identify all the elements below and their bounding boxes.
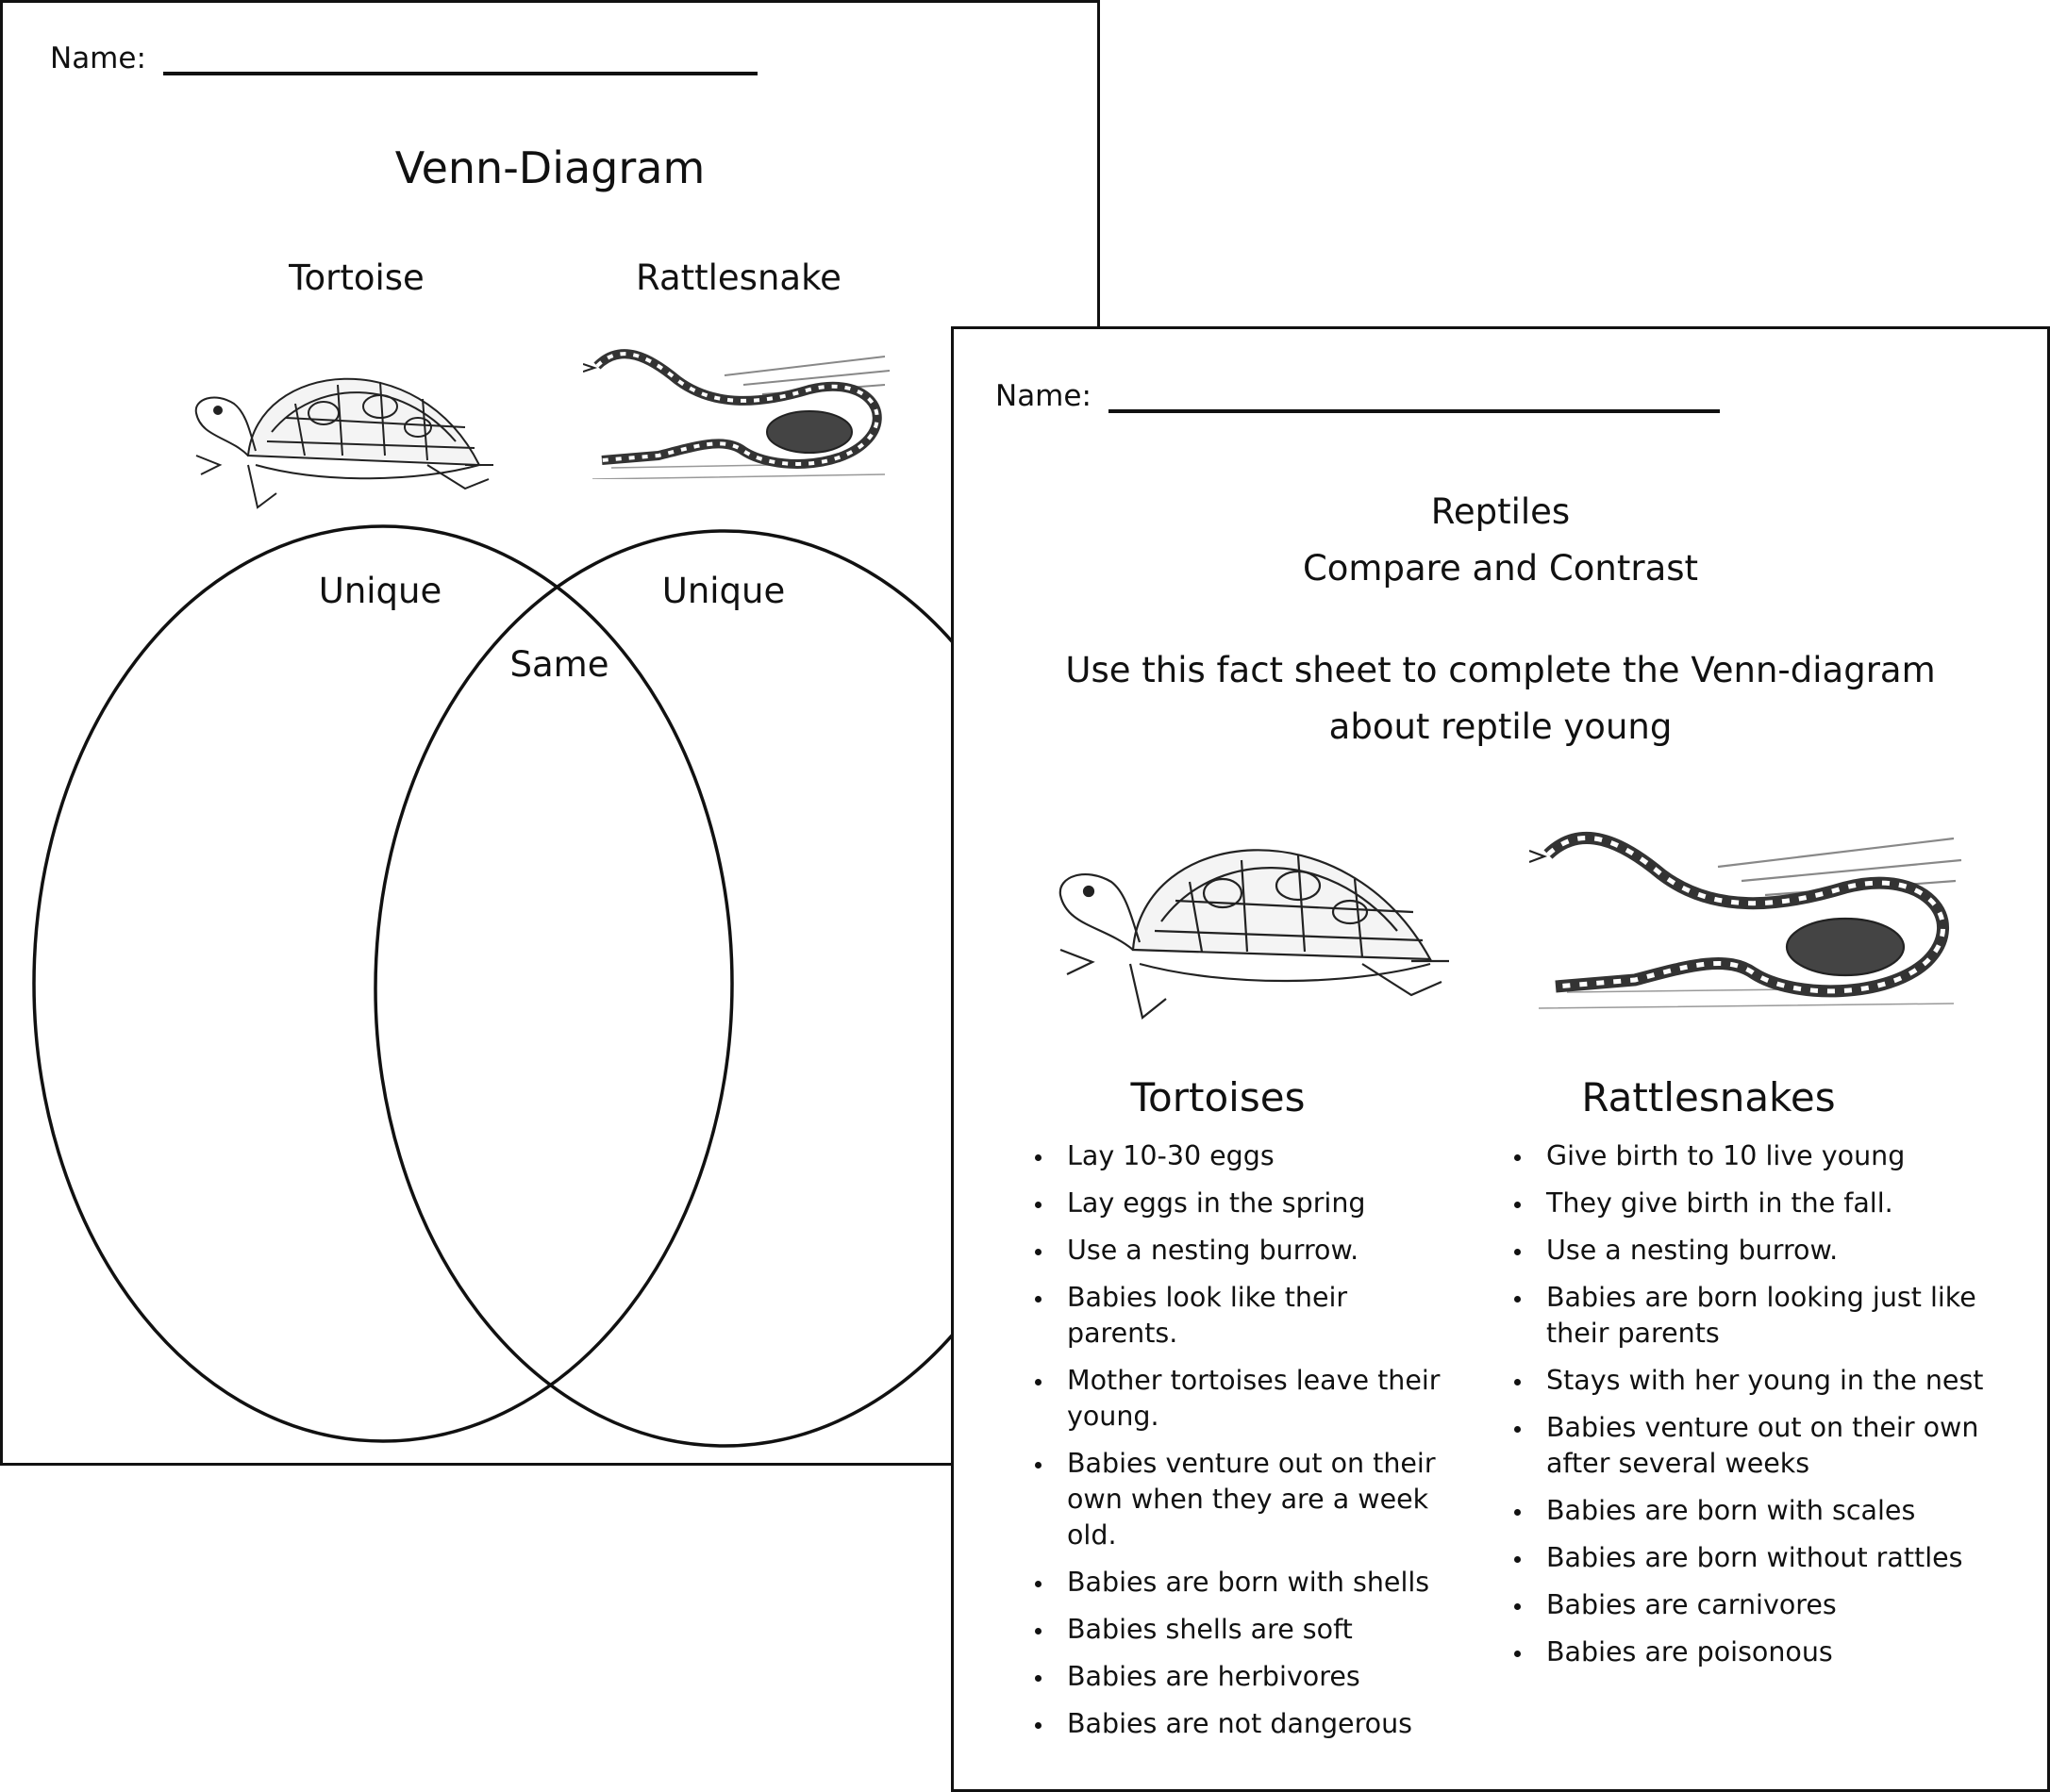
name-label: Name: xyxy=(50,41,146,75)
list-item: Babies are herbivores xyxy=(1031,1659,1465,1695)
list-item: Babies are born without rattles xyxy=(1510,1540,1992,1576)
name-blank-line[interactable] xyxy=(1108,409,1720,413)
tortoise-unique-label: Unique xyxy=(318,571,442,611)
sheet-title: Reptiles xyxy=(1430,491,1571,532)
sheet-subtitle: Compare and Contrast xyxy=(1302,548,1699,589)
rattlesnake-icon xyxy=(1529,832,1962,1009)
list-item: Babies are born looking just like their … xyxy=(1510,1280,1992,1352)
overlap-same-label: Same xyxy=(509,644,609,685)
list-item: Stays with her young in the nest xyxy=(1510,1363,1992,1399)
rattlesnake-facts-list: Give birth to 10 live young They give bi… xyxy=(1510,1138,1992,1682)
list-item: Mother tortoises leave their young. xyxy=(1031,1363,1465,1435)
list-item: Use a nesting burrow. xyxy=(1510,1233,1992,1269)
list-item: Babies are not dangerous xyxy=(1031,1706,1465,1742)
list-item: Babies are born with scales xyxy=(1510,1493,1992,1529)
venn-diagram xyxy=(32,524,1075,1448)
list-item: Babies venture out on their own after se… xyxy=(1510,1410,1992,1482)
name-row: Name: xyxy=(50,41,758,75)
name-label: Name: xyxy=(995,379,1092,413)
instruction-line-2: about reptile young xyxy=(1328,706,1673,747)
list-item: Babies venture out on their own when the… xyxy=(1031,1446,1465,1553)
venn-diagram-worksheet: Name: Venn-Diagram Tortoise Rattlesnake xyxy=(0,0,1100,1466)
tortoise-facts-list: Lay 10-30 eggs Lay eggs in the spring Us… xyxy=(1031,1138,1465,1753)
rattlesnake-unique-label: Unique xyxy=(661,571,786,611)
list-item: Babies are carnivores xyxy=(1510,1587,1992,1623)
list-item: Use a nesting burrow. xyxy=(1031,1233,1465,1269)
tortoise-circle[interactable] xyxy=(32,524,734,1443)
page-title: Venn-Diagram xyxy=(394,142,706,193)
tortoise-icon xyxy=(194,377,493,509)
rattlesnakes-heading: Rattlesnakes xyxy=(1581,1074,1836,1120)
list-item: Lay 10-30 eggs xyxy=(1031,1138,1465,1174)
list-item: Babies shells are soft xyxy=(1031,1612,1465,1648)
rattlesnake-label: Rattlesnake xyxy=(636,257,842,298)
list-item: They give birth in the fall. xyxy=(1510,1186,1992,1221)
list-item: Babies are poisonous xyxy=(1510,1634,1992,1670)
tortoises-heading: Tortoises xyxy=(1130,1074,1306,1120)
fact-sheet-worksheet: Name: Reptiles Compare and Contrast Use … xyxy=(951,326,2050,1792)
list-item: Lay eggs in the spring xyxy=(1031,1186,1465,1221)
rattlesnake-icon xyxy=(583,349,891,479)
name-blank-line[interactable] xyxy=(162,72,758,75)
list-item: Babies look like their parents. xyxy=(1031,1280,1465,1352)
tortoise-icon xyxy=(1058,849,1449,1020)
name-row: Name: xyxy=(995,379,1720,413)
tortoise-label: Tortoise xyxy=(289,257,425,298)
list-item: Give birth to 10 live young xyxy=(1510,1138,1992,1174)
list-item: Babies are born with shells xyxy=(1031,1565,1465,1601)
instruction-line-1: Use this fact sheet to complete the Venn… xyxy=(1065,650,1936,690)
